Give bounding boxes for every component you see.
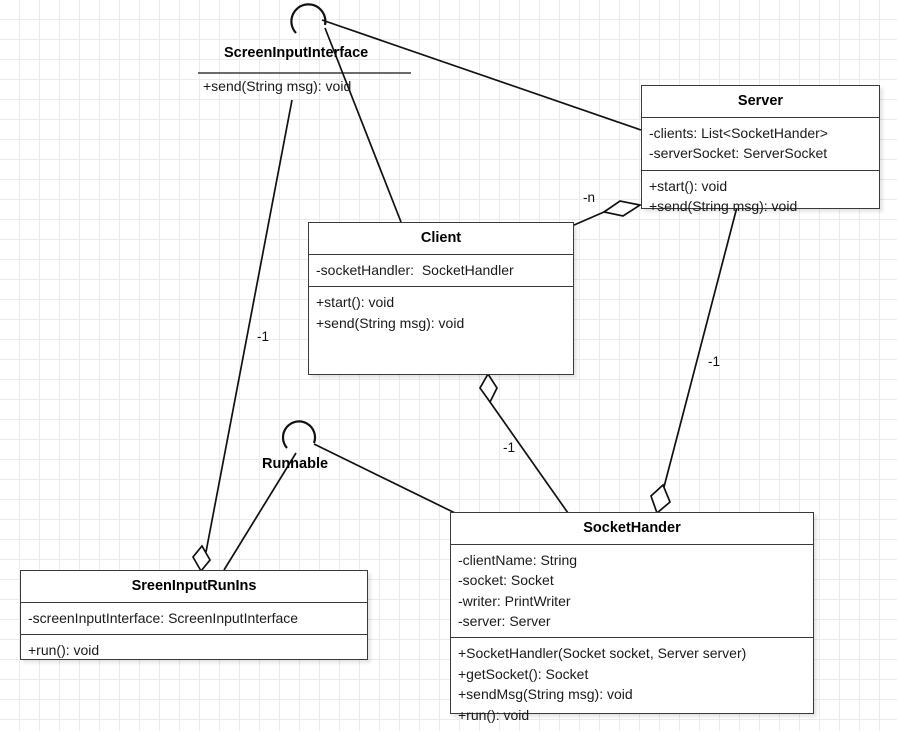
- class-attributes-sockethander: -clientName: String -socket: Socket -wri…: [451, 543, 813, 638]
- uml-class-server[interactable]: Server -clients: List<SocketHander> -ser…: [641, 85, 880, 214]
- class-name-server: Server: [737, 93, 784, 109]
- operation-row: +start(): void: [316, 294, 395, 311]
- runnable-lollipop-icon: [281, 420, 317, 449]
- operation-row: +SocketHandler(Socket socket, Server ser…: [458, 645, 747, 662]
- class-name-sreeninputrunins: SreenInputRunIns: [131, 578, 257, 594]
- class-name-client: Client: [420, 230, 462, 246]
- aggregation-diamond-sockethander: [650, 483, 672, 515]
- interface-label-screeninputinterface: ScreenInputInterface: [224, 45, 369, 61]
- class-operations-server: +start(): void +send(String msg): void: [642, 169, 879, 223]
- attribute-row: -server: Server: [458, 612, 551, 629]
- edge-runnable-sockethander: [313, 443, 456, 514]
- attribute-row: -writer: PrintWriter: [458, 592, 571, 609]
- operation-row: +run(): void: [458, 706, 530, 723]
- attribute-row: -socketHandler: SocketHandler: [316, 261, 514, 278]
- edge-screeninputinterface-sreeninputrunins: [205, 99, 293, 553]
- class-operations-sreeninputrunins: +run(): void: [21, 634, 367, 666]
- edge-client-sockethander: [489, 401, 569, 514]
- multiplicity-client-sockethander: -1: [503, 440, 516, 455]
- interface-operation-screeninputinterface-send: +send(String msg): void: [203, 78, 352, 94]
- class-operations-sockethander: +SocketHandler(Socket socket, Server ser…: [451, 637, 813, 731]
- aggregation-diamond-sreeninputrunins: [191, 544, 212, 573]
- aggregation-diamond-server: [601, 200, 643, 217]
- attribute-row: -screenInputInterface: ScreenInputInterf…: [28, 609, 299, 626]
- uml-class-sreeninputrunins[interactable]: SreenInputRunIns -screenInputInterface: …: [20, 570, 368, 660]
- class-attributes-client: -socketHandler: SocketHandler: [309, 253, 573, 286]
- operation-row: +send(String msg): void: [649, 197, 798, 214]
- interface-label-runnable: Runnable: [262, 456, 329, 472]
- operation-row: +run(): void: [28, 642, 100, 659]
- screeninputinterface-lollipop-icon: [290, 3, 327, 34]
- operation-row: +getSocket(): Socket: [458, 665, 589, 682]
- attribute-row: -clients: List<SocketHander>: [649, 124, 828, 141]
- operation-row: +sendMsg(String msg): void: [458, 686, 633, 703]
- attribute-row: -socket: Socket: [458, 572, 554, 589]
- class-operations-client: +start(): void +send(String msg): void: [309, 286, 573, 339]
- edge-server-sockethander: [663, 206, 738, 488]
- multiplicity-server-sockethander: -1: [708, 354, 721, 369]
- operation-row: +start(): void: [649, 177, 728, 194]
- class-attributes-sreeninputrunins: -screenInputInterface: ScreenInputInterf…: [21, 601, 367, 634]
- operation-row: +send(String msg): void: [316, 314, 465, 331]
- multiplicity-client-server: -n: [583, 190, 596, 205]
- class-name-sockethander: SocketHander: [583, 520, 681, 536]
- aggregation-diamond-client: [478, 372, 498, 404]
- uml-class-sockethander[interactable]: SocketHander -clientName: String -socket…: [450, 512, 814, 723]
- attribute-row: -clientName: String: [458, 551, 578, 568]
- edge-screeninputinterface-server: [321, 19, 642, 131]
- multiplicity-screeninput-sreeninputrunins: -1: [257, 329, 270, 344]
- attribute-row: -serverSocket: ServerSocket: [649, 145, 828, 162]
- class-attributes-server: -clients: List<SocketHander> -serverSock…: [642, 116, 879, 170]
- uml-class-client[interactable]: Client -socketHandler: SocketHandler +st…: [308, 222, 574, 375]
